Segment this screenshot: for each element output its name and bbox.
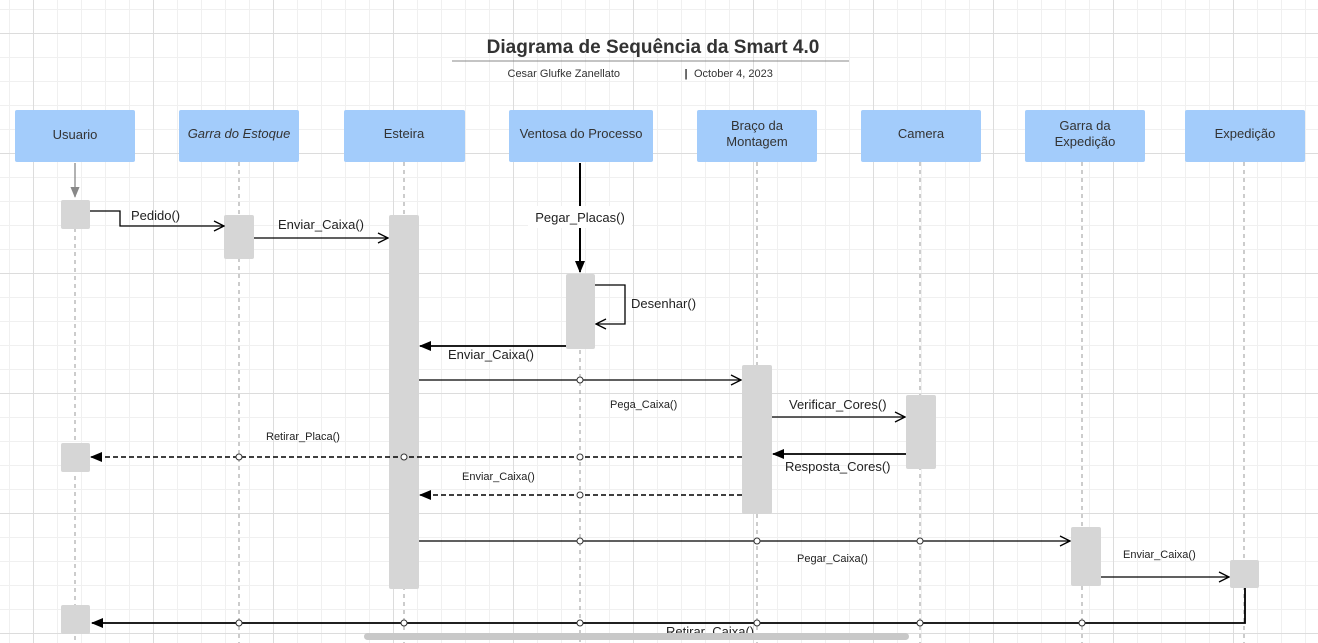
message-label: Enviar_Caixa() (1123, 549, 1196, 561)
message-label: Verificar_Cores() (789, 397, 887, 412)
message-retirar-placa[interactable]: Retirar_Placa() (90, 431, 742, 462)
message-line (595, 284, 626, 324)
line-jump (916, 619, 924, 627)
line-jump (753, 537, 761, 545)
line-jump (400, 619, 408, 627)
message-enviar-caixa-3[interactable]: Enviar_Caixa() (419, 471, 742, 500)
meta-separator: | (684, 68, 687, 80)
activation-bars (61, 200, 1259, 634)
line-jump (576, 453, 584, 461)
line-jump (576, 537, 584, 545)
message-label: Pega_Caixa() (610, 399, 677, 411)
message-label: Retirar_Placa() (266, 431, 340, 443)
participant-box (509, 110, 653, 162)
activation-esteira[interactable] (389, 215, 419, 589)
message-pedido[interactable]: Pedido() (90, 208, 224, 226)
message-enviar-caixa-1[interactable]: Enviar_Caixa() (254, 217, 388, 238)
message-label: Enviar_Caixa() (278, 217, 364, 232)
participant-label: Esteira (384, 126, 425, 141)
activation-usuario-1[interactable] (61, 200, 90, 229)
participant-box (15, 110, 135, 162)
message-enviar-caixa-2[interactable]: Enviar_Caixa() (419, 341, 566, 362)
participant-label: Usuario (53, 127, 98, 142)
message-label: Pedido() (131, 208, 180, 223)
message-retirar-caixa[interactable]: Retirar_Caixa() (91, 588, 1246, 639)
message-label: Resposta_Cores() (785, 459, 891, 474)
participant-esteira[interactable]: Esteira (344, 110, 465, 162)
message-pegar-placas[interactable]: Pegar_Placas() (528, 163, 632, 273)
line-jump (576, 376, 584, 384)
activation-usuario-3[interactable] (61, 605, 90, 634)
diagram-date: October 4, 2023 (694, 68, 773, 80)
activation-expedicao[interactable] (1230, 560, 1259, 588)
participant-camera[interactable]: Camera (861, 110, 981, 162)
line-jump (916, 537, 924, 545)
activation-ventosa[interactable] (566, 274, 595, 349)
line-jump (400, 453, 408, 461)
message-line (91, 588, 1246, 628)
message-verificar-cores[interactable]: Verificar_Cores() (772, 397, 905, 417)
activation-garra-estoque[interactable] (224, 215, 254, 259)
participant-box (1025, 110, 1145, 162)
label-background (528, 206, 632, 228)
line-jump (1078, 619, 1086, 627)
participant-usuario[interactable]: Usuario (15, 110, 135, 162)
participant-box (697, 110, 817, 162)
participant-box (179, 110, 299, 162)
message-label: Desenhar() (631, 296, 696, 311)
message-pegar-caixa[interactable]: Pegar_Caixa() (419, 541, 1070, 565)
participant-label: Ventosa do Processo (520, 126, 643, 141)
line-jump (753, 619, 761, 627)
diagram-title: Diagrama de Sequência da Smart 4.0 (487, 37, 820, 58)
line-jump (235, 619, 243, 627)
horizontal-scrollbar[interactable] (364, 633, 909, 640)
line-jump (576, 491, 584, 499)
participant-ventosa[interactable]: Ventosa do Processo (509, 110, 653, 162)
message-label: Enviar_Caixa() (448, 347, 534, 362)
line-jumps (235, 376, 1086, 627)
activation-camera[interactable] (906, 395, 936, 469)
participant-expedicao[interactable]: Expedição (1185, 110, 1305, 162)
participant-box (861, 110, 981, 162)
participant-garra-estoque[interactable]: Garra do Estoque (179, 110, 299, 162)
line-jump (235, 453, 243, 461)
message-line (90, 210, 224, 226)
author-name: Cesar Glufke Zanellato (508, 68, 621, 80)
message-label: Pegar_Placas() (535, 210, 625, 225)
participant-box (1185, 110, 1305, 162)
message-enviar-caixa-4[interactable]: Enviar_Caixa() (1101, 549, 1229, 577)
line-jump (576, 619, 584, 627)
activation-garra-expedicao[interactable] (1071, 527, 1101, 586)
activation-braco[interactable] (742, 365, 772, 514)
participant-label: Garra do Estoque (188, 126, 291, 141)
message-desenhar[interactable]: Desenhar() (595, 284, 696, 324)
participant-label: Camera (898, 126, 945, 141)
message-label: Enviar_Caixa() (462, 471, 535, 483)
activation-usuario-2[interactable] (61, 443, 90, 472)
participant-box (344, 110, 465, 162)
message-resposta-cores[interactable]: Resposta_Cores() (772, 449, 906, 474)
participant-label: Expedição (1215, 126, 1276, 141)
message-label: Pegar_Caixa() (797, 553, 868, 565)
